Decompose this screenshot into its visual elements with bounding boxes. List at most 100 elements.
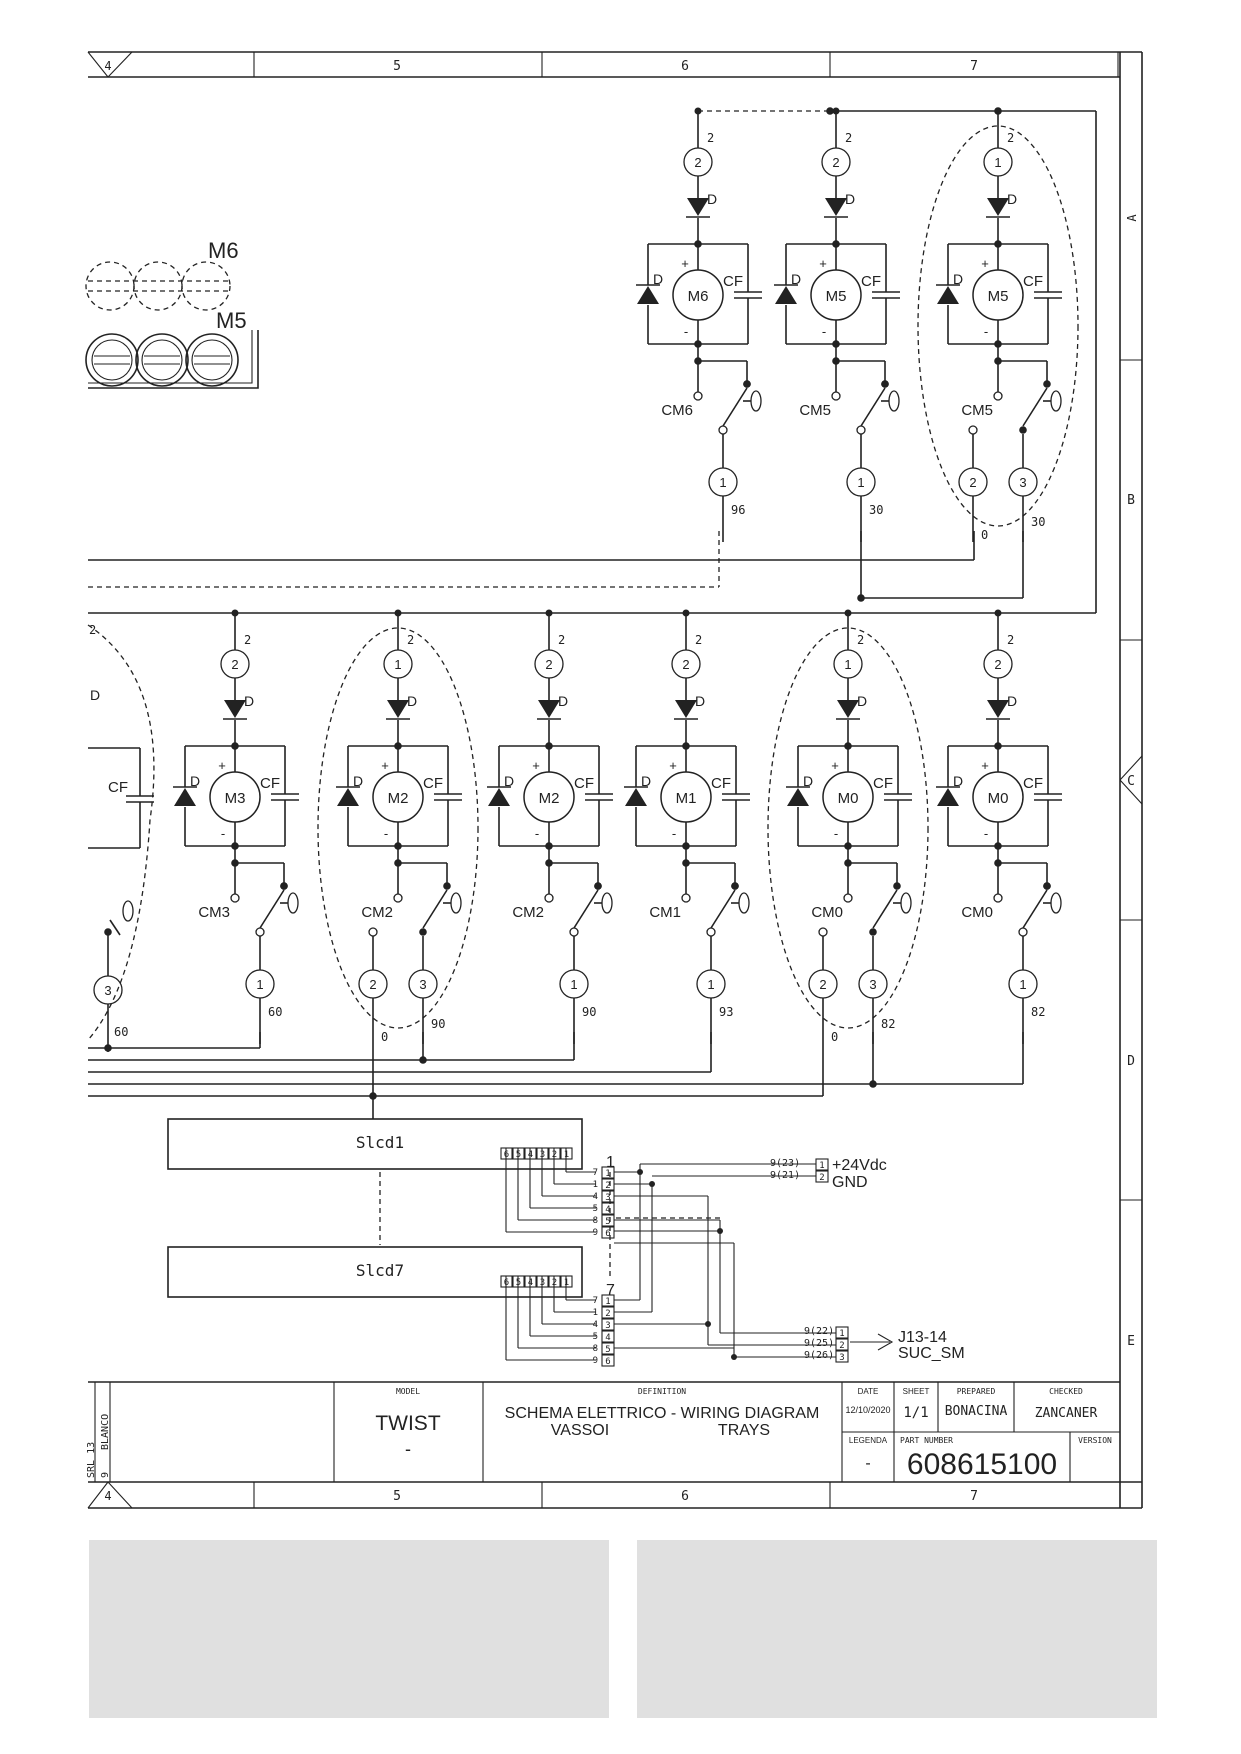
capacitor-label: CF xyxy=(1023,273,1043,290)
diode-label: D xyxy=(953,773,963,789)
wire-number: 90 xyxy=(431,1017,445,1031)
diode-icon xyxy=(637,286,659,304)
terminal xyxy=(569,927,579,937)
connector-number: 2 xyxy=(969,475,976,490)
switch-lever xyxy=(573,889,599,929)
wire-number: 60 xyxy=(268,1005,282,1019)
junction-dot xyxy=(893,882,901,890)
junction-dot xyxy=(280,882,288,890)
diode-icon xyxy=(937,286,959,304)
harness-pin-number: 1 xyxy=(605,1169,610,1179)
diode-label: D xyxy=(1007,191,1017,207)
junction-dot xyxy=(1019,426,1027,434)
minus-sign: - xyxy=(984,324,988,339)
switch-knob xyxy=(122,900,134,922)
harness-pin-box xyxy=(601,1226,615,1239)
board-section: Slcd1 Slcd7 1 7 xyxy=(167,1118,722,1299)
plus-sign: + xyxy=(819,256,827,271)
switch-label: CM3 xyxy=(198,904,230,921)
connector-number: 3 xyxy=(1019,475,1026,490)
terminal xyxy=(393,893,403,903)
definition-it: VASSOI xyxy=(551,1422,609,1439)
motor-label: M1 xyxy=(676,790,697,807)
switch-knob xyxy=(1050,892,1062,914)
switch-lever xyxy=(872,889,898,929)
wire-number: 30 xyxy=(869,503,883,517)
definition-en: TRAYS xyxy=(718,1422,770,1439)
checked-label: CHECKED xyxy=(1049,1387,1083,1396)
harness-pin-number: 4 xyxy=(605,1333,610,1343)
harness-pin-box xyxy=(601,1202,615,1215)
group-outline xyxy=(767,627,929,1029)
diode-icon xyxy=(625,788,647,806)
harness-wire-label: 8 xyxy=(593,1344,598,1354)
capacitor-label: CF xyxy=(1023,775,1043,792)
minus-sign: - xyxy=(684,324,688,339)
part-number: 608615100 xyxy=(907,1448,1057,1481)
plus-sign: + xyxy=(981,256,989,271)
diode-icon xyxy=(174,788,196,806)
wire-number: 82 xyxy=(881,1017,895,1031)
wire-number: 2 xyxy=(845,131,852,145)
switch-knob xyxy=(1050,390,1062,412)
diode-label: D xyxy=(857,693,867,709)
switch-label: CM5 xyxy=(799,402,831,419)
connector-number: 2 xyxy=(832,155,839,170)
legenda-label: LEGENDA xyxy=(849,1436,888,1445)
harness-pin-number: 3 xyxy=(605,1193,610,1203)
row-label-d: D xyxy=(1127,1054,1135,1069)
junction-dot xyxy=(881,380,889,388)
diode-icon xyxy=(337,788,359,806)
terminal xyxy=(968,425,978,435)
harness-pin-box xyxy=(601,1330,615,1343)
terminal xyxy=(255,927,265,937)
diode-label: D xyxy=(695,693,705,709)
j13-label: J13-14 xyxy=(898,1329,947,1346)
capacitor-label: CF xyxy=(873,775,893,792)
diode-label: D xyxy=(190,773,200,789)
sheet-label: SHEET xyxy=(903,1387,930,1396)
junction-dot xyxy=(594,882,602,890)
junction-dot xyxy=(1043,882,1051,890)
harness-pin-number: 1 xyxy=(605,1297,610,1307)
minus-sign: - xyxy=(221,826,225,841)
harness-wire-label: 1 xyxy=(593,1308,598,1318)
suc-sm-label: SUC_SM xyxy=(898,1345,965,1362)
drawing-frame: 4 5 6 7 4 5 6 7 A B C D E xyxy=(87,51,1143,1509)
switch-knob xyxy=(738,892,750,914)
wire xyxy=(109,919,121,936)
row-label-a: A xyxy=(1125,214,1139,222)
title-block: MODEL TWIST - DEFINITION SCHEMA ELETTRIC… xyxy=(86,1381,1120,1482)
group-outline xyxy=(317,627,479,1029)
diode-label: D xyxy=(653,271,663,287)
junction-dot xyxy=(826,107,834,115)
side-text-9: 9 xyxy=(100,1472,111,1478)
connector-number: 1 xyxy=(857,475,864,490)
side-text-srl: SRL 13 xyxy=(86,1442,97,1478)
capacitor-label: CF xyxy=(861,273,881,290)
wire-number: 2 xyxy=(407,633,414,647)
legenda-value: - xyxy=(865,1455,870,1472)
j13-connector: 9(22) 9(25) 9(26) 1 2 3 J13-14 SUC_SM xyxy=(804,1326,965,1363)
power-pin-2: 2 xyxy=(819,1173,824,1183)
connector-number: 2 xyxy=(819,977,826,992)
power-wire-2: 9(21) xyxy=(770,1170,800,1181)
group-outline xyxy=(87,624,155,1041)
terminal xyxy=(843,893,853,903)
board-slcd1-label: Slcd1 xyxy=(356,1133,404,1152)
diode-label: D xyxy=(791,271,801,287)
connector-number: 1 xyxy=(707,977,714,992)
plus-sign: + xyxy=(532,758,540,773)
connector-number: 1 xyxy=(1019,977,1026,992)
board-slcd7 xyxy=(167,1246,583,1298)
connector-number: 1 xyxy=(844,657,851,672)
junction-dot xyxy=(649,1181,655,1187)
connector-number: 3 xyxy=(869,977,876,992)
switch-lever xyxy=(710,889,736,929)
minus-sign: - xyxy=(672,826,676,841)
col-label-5: 5 xyxy=(393,59,401,74)
model-sub: - xyxy=(405,1439,411,1459)
